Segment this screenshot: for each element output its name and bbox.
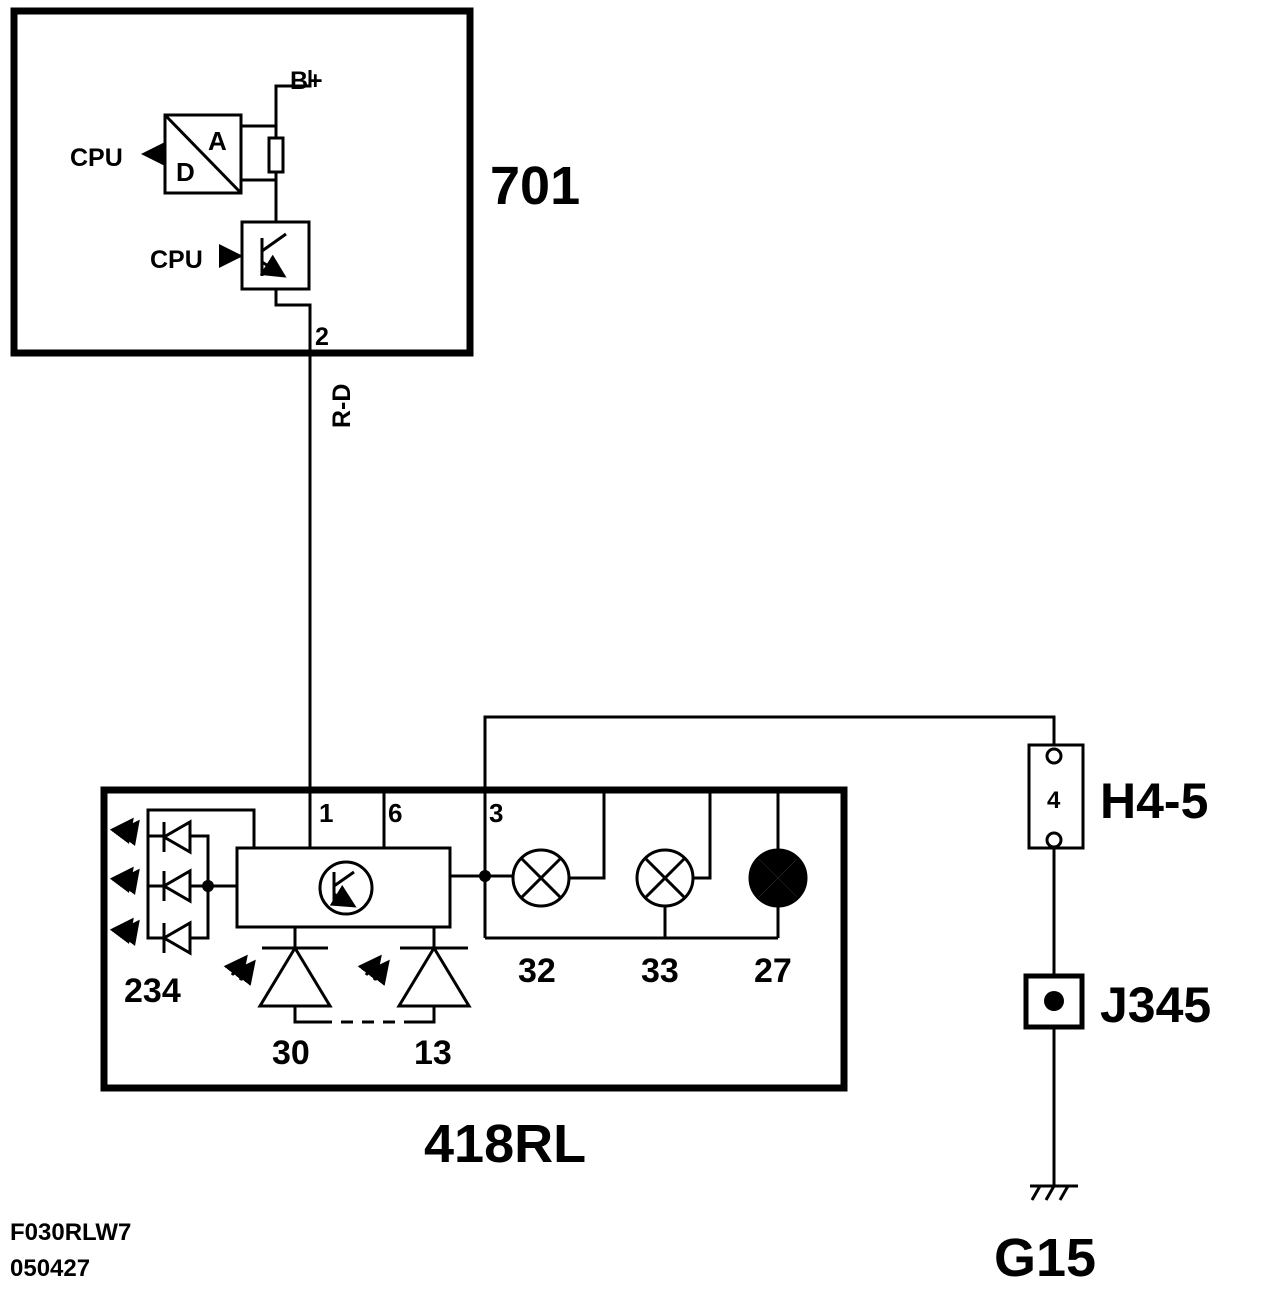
led-emission-arrows-icon	[109, 817, 140, 946]
lamp-33-label: 33	[641, 952, 679, 990]
ecu-id-label: 701	[490, 156, 580, 216]
photodiode-1-label: 30	[272, 1034, 310, 1072]
photodiode-2-icon	[357, 927, 472, 1024]
supply-wire	[241, 70, 312, 128]
lamp-27-icon	[748, 793, 808, 938]
cpu-in-label: CPU	[150, 246, 203, 274]
adc-a-label: A	[208, 126, 227, 156]
supply-label: B+	[290, 67, 323, 95]
adc-block: A D	[163, 113, 243, 195]
adc-d-label: D	[176, 157, 195, 187]
connector-pin-label: 4	[1047, 787, 1061, 814]
photodiode-1-icon	[223, 927, 333, 1024]
connector-h4-5: 4 H4-5	[1027, 743, 1208, 850]
ground-wire-upper	[483, 715, 1056, 876]
lamp-32-icon	[511, 793, 606, 908]
lamp-27-label: 27	[754, 952, 792, 990]
pullup-resistor-icon	[267, 136, 285, 174]
ecu-pin-2-label: 2	[315, 323, 329, 351]
cluster-418rl-module: 1 6 3	[100, 786, 848, 1174]
cluster-id-label: 418RL	[424, 1114, 586, 1174]
cluster-outline	[100, 786, 848, 1092]
lamp-33-icon	[635, 793, 712, 938]
splice-id-label: J345	[1100, 977, 1211, 1033]
led-group: 234	[109, 808, 256, 1010]
led-2-icon	[160, 868, 192, 904]
ecu-outline	[10, 7, 474, 357]
ground-id-label: G15	[994, 1228, 1096, 1288]
cpu-out-label: CPU	[70, 144, 123, 172]
output-transistor-block	[240, 220, 311, 291]
pin-1-label: 1	[319, 798, 333, 828]
wire-color-code: R-D	[328, 384, 356, 428]
ground-g15-icon: G15	[994, 1184, 1096, 1288]
splice-j345: J345	[1023, 973, 1211, 1033]
driver-transistor-icon	[318, 860, 374, 916]
ecu-701-module: A D CPU B+ CPU 2 701	[10, 7, 580, 357]
connector-id-label: H4-5	[1100, 773, 1208, 829]
led-1-icon	[160, 819, 192, 855]
led-group-label: 234	[124, 972, 181, 1010]
ecu-pin-2-wire	[274, 289, 312, 353]
led-3-icon	[160, 920, 192, 956]
pin-6-label: 6	[388, 798, 402, 828]
lamp-32-label: 32	[518, 952, 556, 990]
diagram-code: F030RLW7	[10, 1219, 131, 1246]
diagram-date: 050427	[10, 1255, 90, 1282]
photodiode-2-label: 13	[414, 1034, 452, 1072]
pin-3-label: 3	[489, 798, 503, 828]
